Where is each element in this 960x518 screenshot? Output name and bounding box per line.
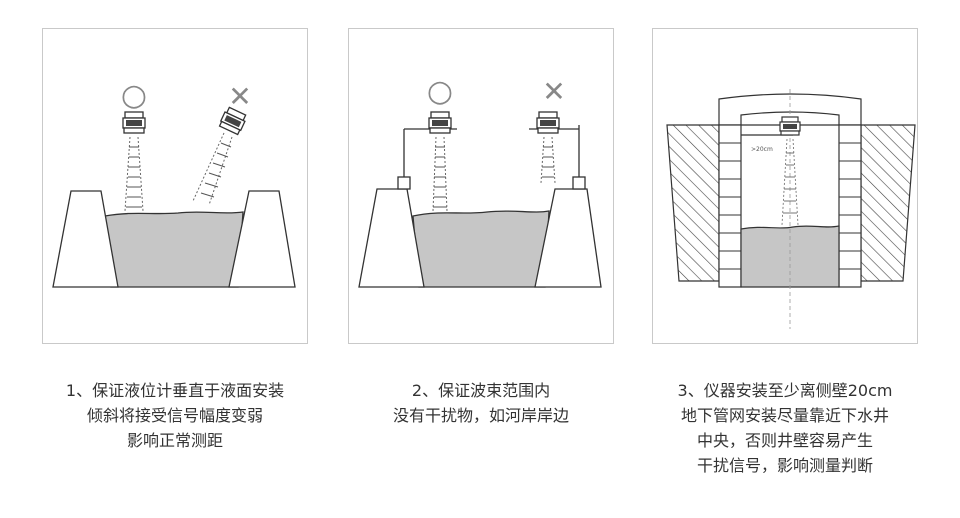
caption-line: 影响正常测距 xyxy=(126,431,223,450)
sensor-vertical xyxy=(122,111,146,134)
caption-line: 倾斜将接受信号幅度变弱 xyxy=(86,406,263,425)
diagram-wall-distance: >20cm xyxy=(666,89,916,329)
sensor-obstructed xyxy=(536,111,560,134)
right-bank xyxy=(228,190,296,288)
well-arch xyxy=(718,93,862,126)
caption-line: 3、仪器安装至少离侧壁20cm xyxy=(677,381,893,400)
well-wall-left xyxy=(718,124,742,288)
beam-tilted-rungs xyxy=(200,142,232,198)
liquid-surface xyxy=(412,210,550,288)
wrong-mark: ✕ xyxy=(228,80,251,113)
distance-label: >20cm xyxy=(751,146,773,153)
right-bank xyxy=(534,188,602,288)
left-bank xyxy=(52,190,119,288)
correct-mark: ○ xyxy=(427,74,453,109)
caption-vertical-mounting: 1、保证液位计垂直于液面安装 倾斜将接受信号幅度变弱 影响正常测距 xyxy=(25,378,325,453)
liquid-surface xyxy=(104,211,244,288)
left-bank xyxy=(358,188,425,288)
caption-wall-distance: 3、仪器安装至少离侧壁20cm 地下管网安装尽量靠近下水井 中央，否则井壁容易产… xyxy=(635,378,935,478)
caption-line: 没有干扰物，如河岸岸边 xyxy=(392,406,569,425)
well-water xyxy=(740,225,840,288)
beam-obstructed-rungs xyxy=(542,146,554,178)
beam-clear-rungs xyxy=(433,146,447,208)
right-post-base xyxy=(572,176,586,190)
caption-line: 2、保证波束范围内 xyxy=(411,381,551,400)
beam-clear xyxy=(432,136,448,212)
left-post-base xyxy=(397,176,411,190)
ground-left xyxy=(666,124,720,282)
beam-well-rungs xyxy=(783,152,797,214)
caption-line: 中央，否则井壁容易产生 xyxy=(696,431,873,450)
beam-vertical xyxy=(124,136,144,212)
sensor-well xyxy=(779,116,801,136)
panel-beam-clearance: ○ ✕ xyxy=(348,28,614,344)
panel-vertical-mounting: ○ ✕ xyxy=(42,28,308,344)
wrong-mark: ✕ xyxy=(542,75,565,108)
caption-beam-clearance: 2、保证波束范围内 没有干扰物，如河岸岸边 xyxy=(331,378,631,428)
beam-obstructed xyxy=(540,136,556,184)
caption-line: 1、保证液位计垂直于液面安装 xyxy=(65,381,285,400)
diagram-vertical-mounting: ○ ✕ xyxy=(52,78,296,288)
beam-vertical-rungs xyxy=(126,146,142,208)
caption-line: 干扰信号，影响测量判断 xyxy=(696,456,873,475)
well-wall-right xyxy=(838,124,862,288)
sensor-clear xyxy=(428,111,452,134)
ground-right xyxy=(860,124,916,282)
diagram-beam-clearance: ○ ✕ xyxy=(358,74,602,288)
correct-mark: ○ xyxy=(121,78,147,113)
caption-line: 地下管网安装尽量靠近下水井 xyxy=(680,406,889,425)
beam-tilted xyxy=(192,132,233,206)
panel-wall-distance: >20cm xyxy=(652,28,918,344)
